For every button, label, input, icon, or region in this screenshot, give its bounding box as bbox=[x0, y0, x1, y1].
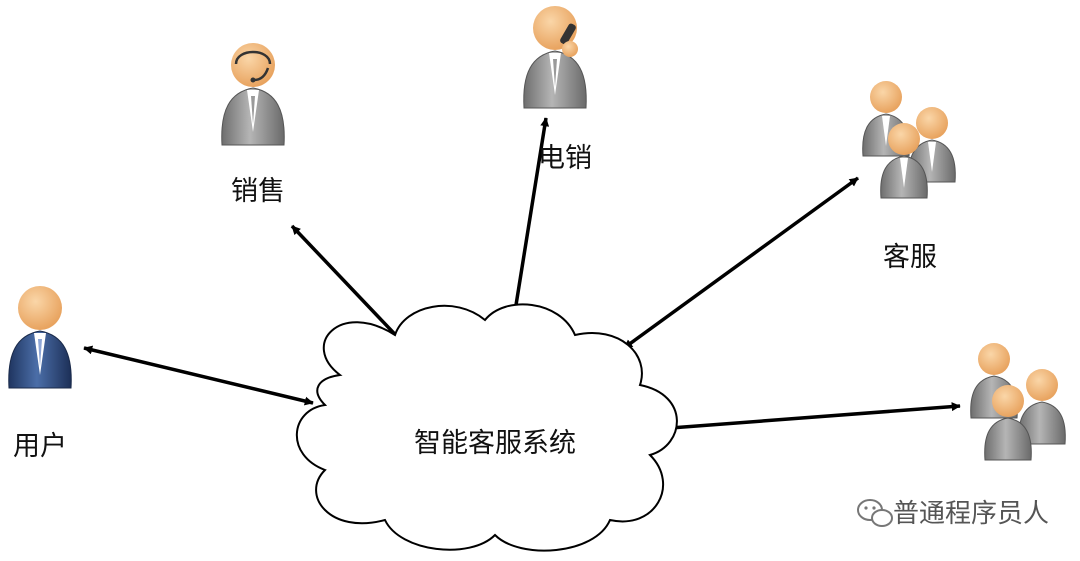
arrows bbox=[83, 117, 961, 434]
wechat-icon bbox=[857, 499, 893, 527]
cloud-shape bbox=[295, 303, 678, 552]
robot-group-icon bbox=[970, 342, 1066, 461]
telesales-person-icon bbox=[523, 5, 587, 109]
arrow-user bbox=[83, 345, 314, 406]
telesales-label: 电销 bbox=[538, 143, 592, 174]
user-label: 用户 bbox=[13, 431, 67, 462]
watermark-text: 普通程序员人 bbox=[893, 499, 1049, 529]
sales-label: 销售 bbox=[231, 176, 285, 207]
center-label: 智能客服系统 bbox=[414, 428, 576, 459]
arrow-telesales bbox=[508, 117, 550, 331]
arrow-sales bbox=[290, 224, 410, 350]
arrow-customer-service bbox=[622, 176, 860, 350]
sales-person-icon bbox=[221, 42, 285, 146]
user-person-icon bbox=[8, 285, 72, 389]
watermark: 普通程序员人 bbox=[857, 499, 1049, 529]
customer-service-label: 客服 bbox=[883, 242, 937, 273]
arrow-robot bbox=[643, 402, 961, 434]
customer-service-group-icon bbox=[862, 80, 956, 199]
